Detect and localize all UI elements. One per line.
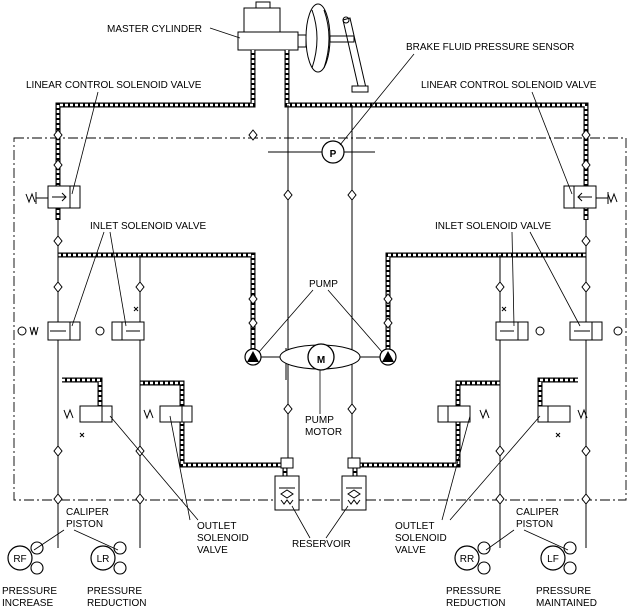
- hydraulic-unit-outline: [13, 137, 627, 501]
- pressure-sensor: P: [321, 140, 345, 164]
- wheel-rr-label: RR: [460, 554, 474, 565]
- pump-left: [244, 348, 262, 366]
- caliper-right-label-1: CALIPER: [516, 507, 559, 518]
- check-valves: [53, 129, 591, 505]
- outlet-valve-left-label-2: SOLENOID: [197, 533, 249, 544]
- pump-label: PUMP: [309, 279, 338, 290]
- linear-valve-left-label: LINEAR CONTROL SOLENOID VALVE: [26, 80, 202, 91]
- leader-lines: [33, 27, 581, 551]
- pressure-sensor-label: BRAKE FLUID PRESSURE SENSOR: [406, 42, 574, 53]
- master-cylinder: [237, 1, 307, 51]
- inlet-valve-rr: [495, 306, 545, 341]
- outlet-valve-right-label-1: OUTLET: [395, 521, 434, 532]
- outlet-valve-rr: [437, 405, 490, 423]
- caliper-left-label-1: CALIPER: [66, 507, 109, 518]
- reservoir-right: [341, 457, 367, 511]
- pump-motor-label-1: PUMP: [305, 415, 334, 426]
- pump-motor-symbol: M: [317, 355, 325, 366]
- brake-booster: [305, 3, 355, 73]
- pressure-sensor-symbol: P: [330, 149, 337, 160]
- linear-valve-right-label: LINEAR CONTROL SOLENOID VALVE: [421, 80, 597, 91]
- rf-state-label-2: INCREASE: [2, 598, 53, 609]
- reservoir-label: RESERVOIR: [292, 539, 351, 550]
- diagram-labels: MASTER CYLINDER BRAKE FLUID PRESSURE SEN…: [2, 24, 597, 609]
- caliper-rr: RR: [454, 541, 491, 575]
- linear-control-valve-right: [563, 185, 618, 209]
- brake-lines: [55, 50, 589, 478]
- pump-motor-label-2: MOTOR: [305, 427, 342, 438]
- outlet-valve-left-label-3: VALVE: [197, 545, 228, 556]
- wheel-rf-label: RF: [13, 554, 26, 565]
- rr-state-label-1: PRESSURE: [446, 586, 501, 597]
- lf-state-label-1: PRESSURE: [536, 586, 591, 597]
- lr-state-label-1: PRESSURE: [87, 586, 142, 597]
- master-cylinder-label: MASTER CYLINDER: [107, 24, 202, 35]
- inlet-valve-left-label: INLET SOLENOID VALVE: [90, 221, 206, 232]
- reservoir-left: [274, 457, 300, 511]
- caliper-lf: LF: [540, 541, 577, 575]
- pump-right: [379, 348, 397, 366]
- wheel-lf-label: LF: [547, 554, 559, 565]
- caliper-rf: RF: [7, 541, 44, 575]
- caliper-right-label-2: PISTON: [516, 519, 553, 530]
- outlet-valve-right-label-3: VALVE: [395, 545, 426, 556]
- lr-state-label-2: REDUCTION: [87, 598, 146, 609]
- rr-state-label-2: REDUCTION: [446, 598, 505, 609]
- caliper-lr: LR: [90, 541, 127, 575]
- brake-pedal: [342, 16, 369, 93]
- linear-control-valve-left: [25, 185, 81, 209]
- inlet-valve-lf: [569, 321, 623, 341]
- inlet-valve-right-label: INLET SOLENOID VALVE: [435, 221, 551, 232]
- outlet-valve-lr: [143, 405, 193, 423]
- outlet-valve-left-label-1: OUTLET: [197, 521, 236, 532]
- rf-state-label-1: PRESSURE: [2, 586, 57, 597]
- caliper-left-label-2: PISTON: [66, 519, 103, 530]
- pump-motor: M: [279, 343, 361, 371]
- lf-state-label-2: MAINTAINED: [536, 598, 597, 609]
- outlet-valve-right-label-2: SOLENOID: [395, 533, 447, 544]
- inlet-valve-rf: [17, 321, 81, 341]
- outlet-valve-rf: [63, 405, 113, 438]
- inlet-valve-lr: [95, 306, 145, 341]
- wheel-lr-label: LR: [97, 554, 110, 565]
- outlet-valve-lf: [537, 405, 588, 438]
